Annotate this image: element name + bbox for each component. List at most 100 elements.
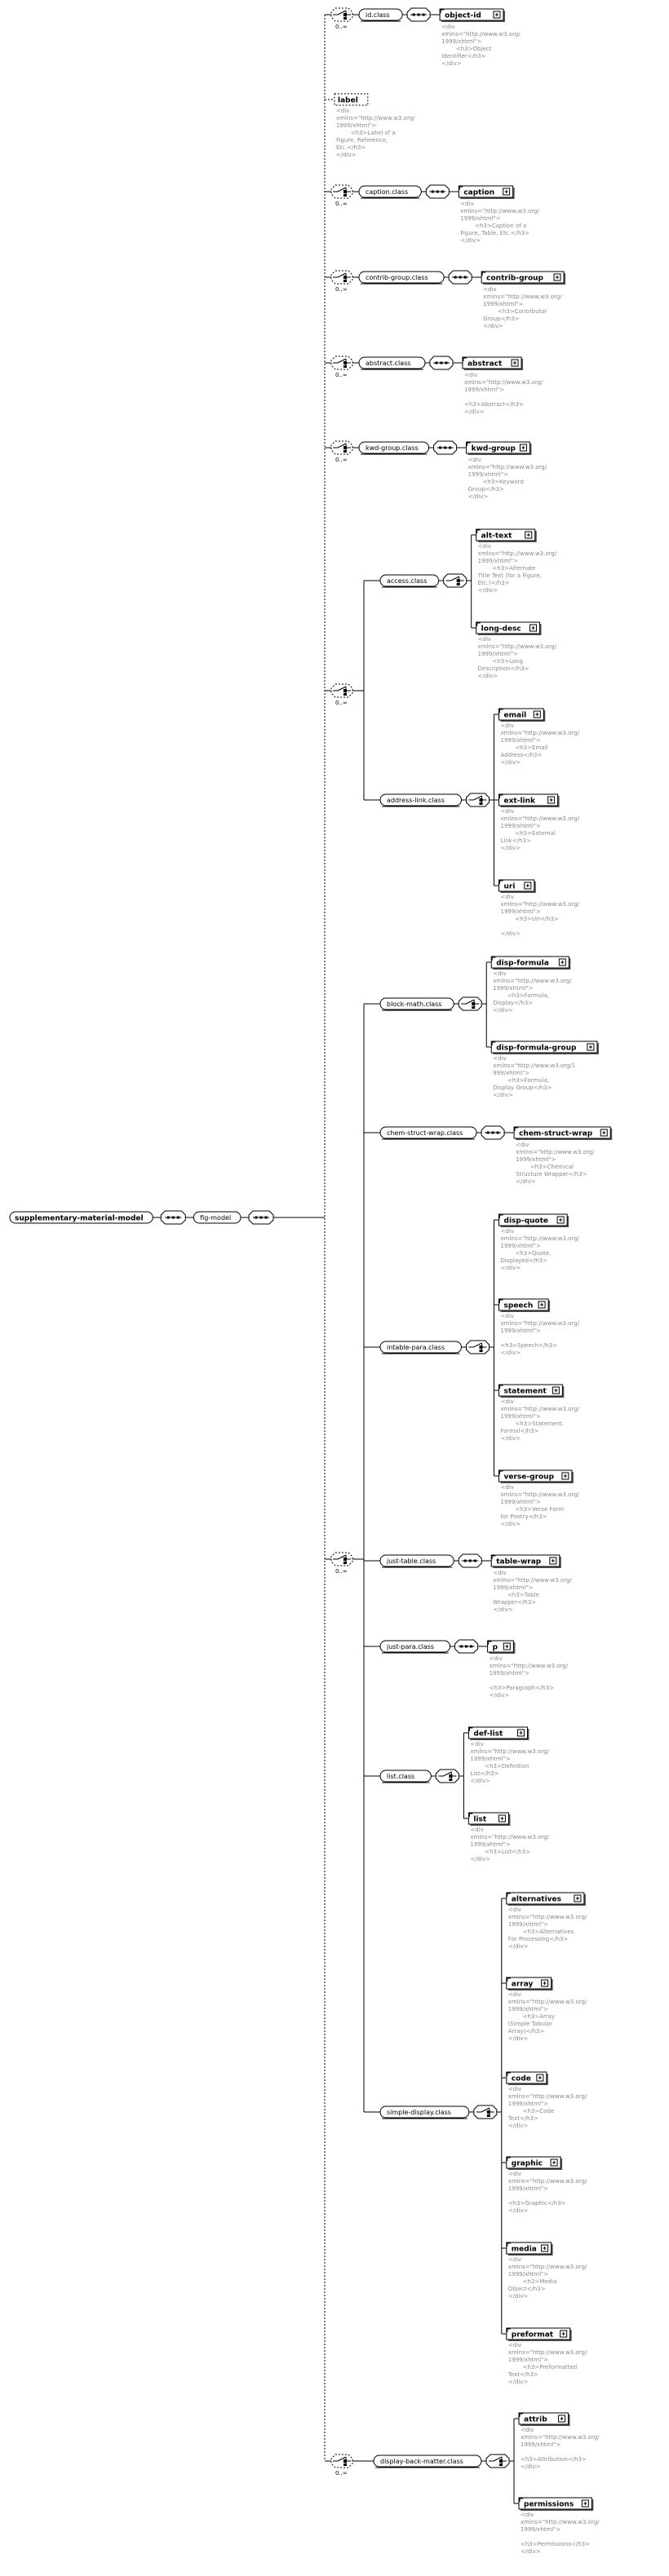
element-label: graphic: [512, 2160, 543, 2168]
choice-compositor: [330, 1552, 353, 1566]
element-box: [490, 1554, 560, 1567]
element-box: [439, 8, 504, 21]
choice-compositor: [330, 683, 353, 698]
group-label: just-para.class: [386, 1643, 434, 1650]
element-label: list: [473, 1816, 487, 1824]
element-box: [334, 93, 369, 106]
element-label: disp-quote: [504, 1217, 549, 1226]
choice-compositor: [330, 440, 353, 455]
element-box: [498, 793, 559, 806]
cardinality-label: 0..∞: [335, 372, 348, 378]
element-label: contrib-group: [486, 275, 543, 283]
element-box: [506, 1977, 552, 1990]
choice-compositor: [330, 356, 353, 370]
element-box: [498, 1384, 563, 1397]
annotation-text: <div xmlns="http://www.w3.org/ 1999/xhtm…: [493, 1570, 572, 1613]
element-label: disp-formula: [496, 960, 549, 968]
annotation-text: <div xmlns="http://www.w3.org/ 1999/xhtm…: [500, 1228, 580, 1271]
annotation-text: <div xmlns="http://www.w3.org/ 1999/xhtm…: [516, 1142, 595, 1185]
element-label: media: [512, 2246, 537, 2254]
annotation-text: <div xmlns="http://www.w3.org/ 1999/xhtm…: [521, 2427, 600, 2470]
annotation-text: <div xmlns="http://www.w3.org/ 1999/xhtm…: [470, 1741, 549, 1784]
group-label: display-back-matter.class: [380, 2458, 463, 2465]
element-label: kwd-group: [472, 445, 516, 453]
element-box: [506, 2327, 571, 2340]
element-label: permissions: [524, 2501, 574, 2509]
element-box: [518, 2412, 569, 2425]
choice-compositor: [443, 573, 467, 588]
choice-compositor: [330, 184, 353, 199]
choice-compositor: [473, 2105, 498, 2119]
element-label: uri: [504, 883, 516, 891]
element-box: [481, 271, 565, 284]
group-label: chem-struct-wrap.class: [387, 1129, 463, 1137]
element-label: abstract: [467, 360, 503, 369]
choice-compositor: [466, 793, 490, 807]
element-box: [467, 1726, 528, 1739]
element-label: code: [512, 2075, 531, 2083]
element-label: object-id: [445, 12, 481, 20]
cardinality-label: 0..∞: [335, 286, 348, 293]
fig-model-sequence: [248, 1210, 274, 1225]
annotation-text: <div xmlns="http://www.w3.org/ 1999/xhtm…: [500, 808, 580, 851]
element-box: [466, 441, 530, 454]
annotation-text: <div xmlns="http://www.w3.org/ 1999/xhtm…: [483, 286, 562, 329]
element-label: label: [338, 97, 358, 105]
element-label: disp-formula-group: [496, 1045, 577, 1053]
fig-model-label: fig-model: [200, 1214, 231, 1222]
element-box: [498, 708, 544, 721]
element-box: [462, 356, 522, 369]
element-label: preformat: [512, 2331, 554, 2340]
element-label: def-list: [473, 1730, 503, 1739]
element-box: [498, 1469, 573, 1482]
element-label: table-wrap: [496, 1558, 542, 1566]
element-box: [513, 1126, 611, 1139]
annotation-text: <div xmlns="http://www.w3.org/ 1999/xhtm…: [477, 543, 557, 594]
choice-compositor: [435, 1769, 459, 1783]
cardinality-label: 0..∞: [335, 201, 348, 207]
annotation-text: <div xmlns="http://www.w3.org/ 1999/xhtm…: [507, 2342, 587, 2385]
element-label: chem-struct-wrap: [519, 1130, 593, 1138]
group-label: caption.class: [366, 188, 408, 196]
annotation-text: <div xmlns="http://www.w3.org/ 1999/xhtm…: [521, 2512, 600, 2555]
annotation-text: <div xmlns="http://www.w3.org/ 1999/xhtm…: [500, 894, 580, 937]
element-box: [506, 1892, 585, 1905]
annotation-text: <div xmlns="http://www.w3.org/ 1999/xhtm…: [493, 970, 572, 1014]
group-label: intable-para.class: [387, 1344, 445, 1351]
choice-compositor: [458, 996, 482, 1011]
element-box: [458, 185, 514, 198]
element-box: [490, 1041, 598, 1054]
annotation-text: <div xmlns="http://www.w3.org/ 1999/xhtm…: [477, 636, 557, 679]
sequence-compositor: [481, 1125, 505, 1140]
annotation-text: <div xmlns="http://www.w3.org/ 1999/xhtm…: [460, 201, 539, 244]
annotation-text: <div xmlns="http://www.w3.org/ 1999/xhtm…: [500, 1313, 580, 1356]
cardinality-label: 0..∞: [335, 457, 348, 463]
annotation-text: <div xmlns="http://www.w3.org/ 1999/xhtm…: [507, 1907, 587, 1950]
element-box: [518, 2497, 592, 2510]
choice-compositor: [466, 1340, 490, 1354]
sequence-compositor: [433, 440, 458, 455]
annotation-text: <div xmlns="http://www.w3.org/ 1999/xhtm…: [463, 372, 543, 415]
annotation-text: <div xmlns="http://www.w3.org/ 1999/xhtm…: [500, 1398, 580, 1442]
root-label: supplementary-material-model: [15, 1215, 144, 1223]
element-box: [498, 1213, 568, 1226]
sequence-compositor: [448, 270, 472, 285]
annotation-text: <div xmlns="http://www.w3.org/ 1999/xhtm…: [500, 722, 580, 766]
annotation-text: <div xmlns="http://www.w3.org/ 1999/xhtm…: [441, 24, 521, 67]
element-box: [490, 956, 569, 969]
sequence-compositor: [454, 1639, 479, 1654]
group-label: contrib-group.class: [366, 274, 428, 281]
annotation-text: <div xmlns="http://www.w3.org/ 1999/xhtm…: [507, 2171, 587, 2214]
element-box: [476, 528, 536, 541]
element-box: [498, 1298, 549, 1311]
group-label: list.class: [387, 1773, 414, 1780]
cardinality-label: 0..∞: [335, 24, 348, 30]
element-label: email: [504, 712, 527, 720]
cardinality-label: 0..∞: [335, 700, 348, 706]
cardinality-label: 0..∞: [335, 1568, 348, 1575]
root-sequence: [160, 1210, 186, 1225]
group-label: abstract.class: [366, 360, 410, 367]
group-label: block-math.class: [387, 1001, 441, 1008]
element-label: speech: [504, 1302, 534, 1310]
annotation-text: <div xmlns="http://www.w3.org/ 1999/xhtm…: [507, 2256, 587, 2300]
